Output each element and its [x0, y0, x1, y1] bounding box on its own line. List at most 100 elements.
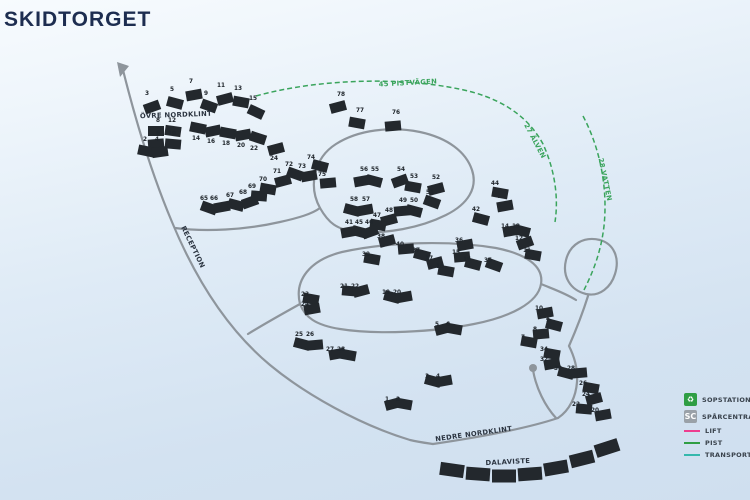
road	[246, 302, 302, 336]
building	[594, 408, 612, 422]
building-number: 49	[399, 198, 407, 204]
building	[517, 466, 543, 482]
page-title: SKIDTORGET	[4, 8, 152, 31]
building-number: 20	[591, 408, 599, 414]
building	[463, 257, 483, 271]
building-number: 18	[436, 264, 444, 270]
building-number: 34	[540, 347, 548, 353]
legend-item: PIST	[684, 439, 750, 447]
building-number: 3	[145, 91, 149, 97]
building	[384, 120, 402, 132]
building-number: 20	[393, 290, 401, 296]
building-number: 7	[189, 79, 193, 85]
building	[435, 374, 453, 388]
building	[544, 318, 564, 332]
building-number: 4	[155, 137, 159, 143]
building-number: 3	[425, 374, 429, 380]
building	[584, 392, 604, 406]
building-number: 2	[396, 397, 400, 403]
building-number: 20	[237, 143, 245, 149]
building	[593, 438, 621, 458]
legend-line-swatch	[684, 454, 700, 456]
building	[465, 466, 491, 482]
building-number: 65	[200, 196, 208, 202]
building	[363, 252, 381, 266]
building-number: 32	[540, 357, 548, 363]
area-label: DALAVISTE	[485, 457, 530, 467]
building	[512, 224, 532, 238]
legend-label: PIST	[705, 439, 723, 447]
road	[431, 416, 560, 446]
building	[390, 173, 410, 189]
legend-label: SOPSTATION	[702, 395, 750, 404]
building	[185, 88, 203, 102]
building-number: 10	[168, 131, 176, 137]
recycle-icon: ♻	[684, 393, 697, 406]
building-number: 72	[285, 162, 293, 168]
building	[248, 130, 268, 146]
building-number: 48	[385, 208, 393, 214]
building	[353, 174, 371, 188]
building-number: 17	[425, 256, 433, 262]
legend-item: ♻ SOPSTATION	[684, 393, 750, 406]
building-number: 36	[455, 238, 463, 244]
area-label: 28 VATTEN	[596, 157, 613, 202]
area-label: 27 ÄLVEN	[522, 122, 548, 160]
building-number: 69	[248, 184, 256, 190]
building	[302, 292, 320, 306]
legend-line-swatch	[684, 442, 700, 444]
legend-label: LIFT	[705, 427, 722, 435]
building	[273, 174, 293, 188]
building	[360, 224, 380, 240]
building	[189, 121, 207, 135]
building-number: 19	[382, 290, 390, 296]
building	[412, 248, 432, 262]
building-number: 16	[463, 257, 471, 263]
road	[556, 294, 590, 420]
building	[303, 302, 321, 316]
ski-trail	[255, 80, 558, 223]
building	[445, 322, 463, 336]
building	[543, 347, 561, 361]
building	[439, 461, 465, 479]
building-number: 44	[491, 181, 499, 187]
building-number: 13	[512, 224, 520, 230]
building-number: 11	[523, 248, 531, 254]
building-number: 21	[340, 284, 348, 290]
building-number: 5	[435, 322, 439, 328]
legend-label: TRANSPORT	[705, 451, 750, 459]
area-label: NEDRE NORDKLINT	[435, 425, 513, 444]
building	[148, 126, 164, 136]
building-number: 7	[521, 335, 525, 341]
building	[137, 144, 155, 158]
building-number: 37	[412, 248, 420, 254]
building	[232, 95, 250, 109]
building	[543, 357, 561, 371]
building	[259, 182, 277, 196]
building-number: 42	[472, 207, 480, 213]
building-number: 14	[192, 136, 200, 142]
road	[121, 68, 435, 446]
building-number: 25	[295, 332, 303, 338]
building-number: 77	[356, 108, 364, 114]
building-number: 8	[156, 118, 160, 124]
building-number: 28	[567, 366, 575, 372]
building	[319, 177, 337, 189]
building	[456, 238, 474, 252]
building-number: 12	[515, 236, 523, 242]
building	[437, 264, 455, 278]
building	[348, 116, 366, 130]
building	[246, 104, 266, 120]
building-number: 26	[579, 381, 587, 387]
building	[351, 284, 371, 298]
building	[536, 306, 554, 320]
building-number: 14	[501, 224, 509, 230]
building	[199, 200, 219, 216]
building-number: 1	[385, 397, 389, 403]
building-number: 39	[362, 252, 370, 258]
building	[426, 182, 446, 196]
building-number: 30	[554, 366, 562, 372]
building	[213, 200, 231, 214]
sc-badge-icon: SC	[684, 410, 697, 423]
